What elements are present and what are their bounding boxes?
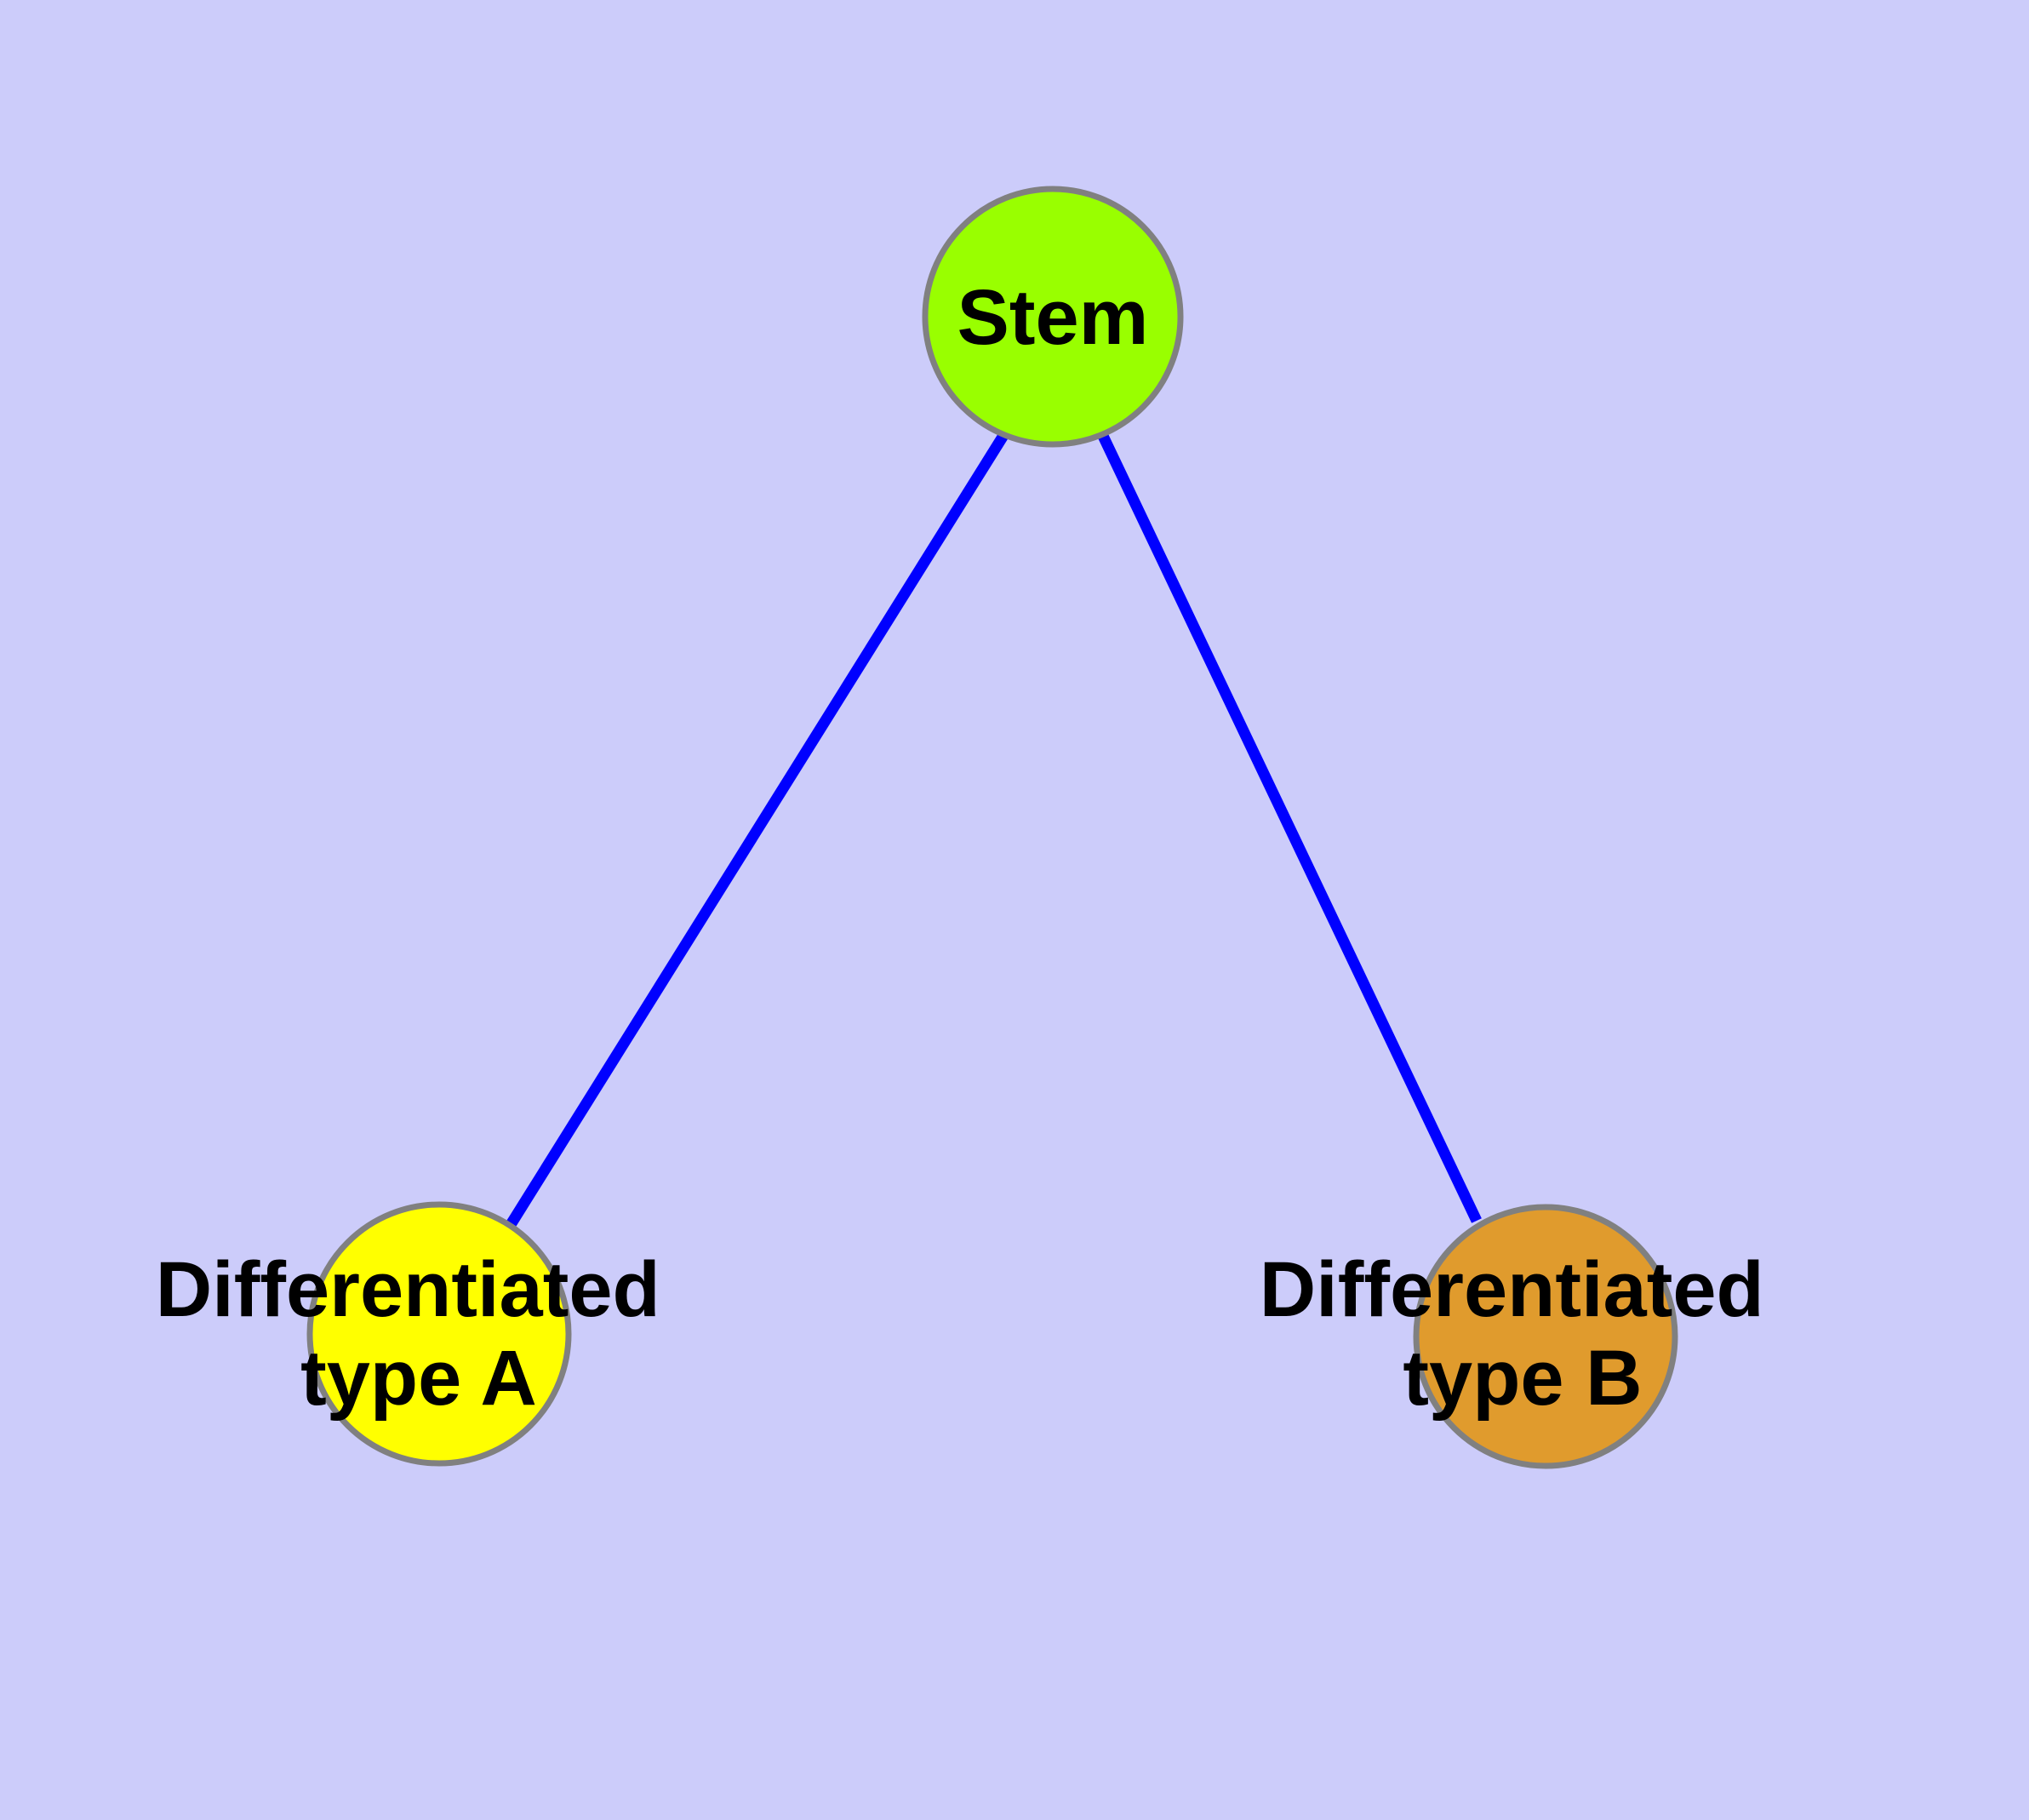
node-circle-stem[interactable] <box>922 186 1184 448</box>
node-circle-diff-a[interactable] <box>306 1201 572 1467</box>
node-label-diff-b-line-1: Differentiated <box>1260 1246 1764 1333</box>
node-label-diff-a-line-1: Differentiated <box>156 1246 660 1333</box>
node-layer <box>306 186 1678 1469</box>
node-label-diff-a: Differentiated type A <box>156 1246 683 1422</box>
node-label-diff-a-line-2: type A <box>300 1335 537 1422</box>
node-label-diff-b-line-2: type B <box>1403 1335 1642 1422</box>
edge-stem-to-diff-b[interactable] <box>1097 432 1482 1223</box>
edge-stem-to-diff-a[interactable] <box>506 431 1009 1227</box>
node-label-diff-b: Differentiated type B <box>1260 1246 1786 1422</box>
node-circle-diff-b[interactable] <box>1413 1204 1678 1469</box>
node-label-stem: Stem <box>957 274 1149 361</box>
node-label-stem-line-1: Stem <box>957 274 1149 361</box>
edge-layer <box>506 431 1482 1227</box>
node-label-layer: Stem Differentiated type A Differentiate… <box>156 274 1786 1422</box>
